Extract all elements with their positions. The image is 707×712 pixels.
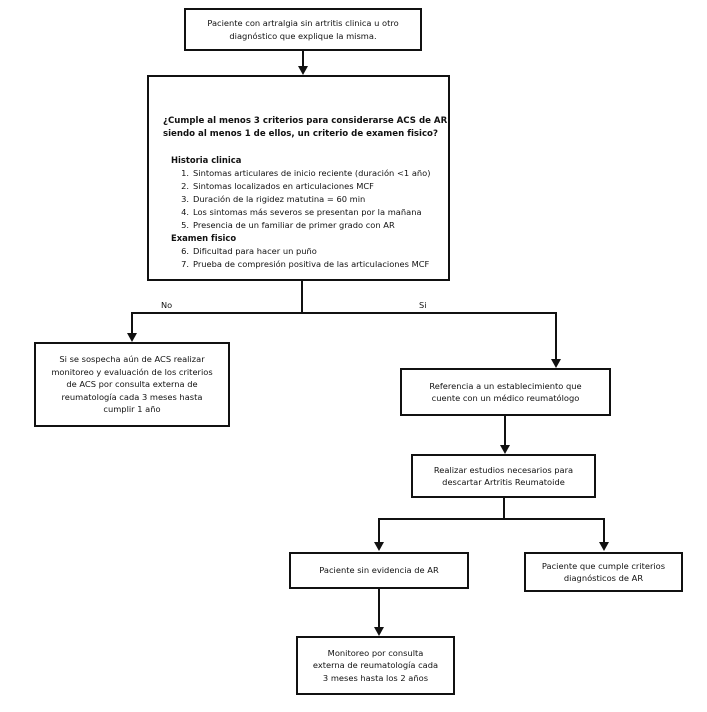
criteria-item: 7. Prueba de compresión positiva de las … <box>171 258 448 271</box>
connector-decision-bus <box>131 312 557 314</box>
decision-question-line-2: siendo al menos 1 de ellos, un criterio … <box>163 129 438 140</box>
criteria-heading-historia-clinica: Historia clinica <box>171 154 242 165</box>
criteria-list-examen-fisico: 6. Dificultad para hacer un puño 7. Prue… <box>171 245 448 271</box>
connector-referral-to-studies <box>504 416 506 447</box>
arrowhead-studies-right <box>598 542 609 551</box>
criteria-item-text: Dificultad para hacer un puño <box>193 246 317 257</box>
edge-label-no: No <box>161 300 173 310</box>
edge-label-si: Si <box>419 300 427 310</box>
arrowhead-referral-to-studies <box>499 445 510 454</box>
criteria-item-number: 3. <box>181 193 189 204</box>
node-no-evidence-line-1: Paciente sin evidencia de AR <box>319 565 439 576</box>
node-referral-rheumatologist: Referencia a un establecimiento que cuen… <box>400 368 611 416</box>
connector-si-branch <box>555 312 557 361</box>
node-meets-ra-criteria: Paciente que cumple criterios diagnóstic… <box>524 552 683 592</box>
node-studies-line-1: Realizar estudios necesarios para <box>433 464 574 475</box>
connector-no-evidence-to-monitoring <box>378 589 380 629</box>
criteria-item-number: 5. <box>181 220 189 231</box>
node-monitoring-line-2: externa de reumatología cada <box>312 660 439 671</box>
criteria-item-text: Presencia de un familiar de primer grado… <box>193 220 395 231</box>
criteria-list-historia-clinica: 1. Sintomas articulares de inicio recien… <box>171 167 448 232</box>
criteria-item: 4. Los sintomas más severos se presentan… <box>171 206 448 219</box>
node-referral-line-1: Referencia a un establecimiento que <box>429 380 582 391</box>
node-meets-criteria-line-1: Paciente que cumple criterios <box>541 560 666 571</box>
criteria-item-text: Sintomas articulares de inicio reciente … <box>193 167 431 178</box>
node-referral-line-2: cuente con un médico reumatólogo <box>431 393 580 403</box>
criteria-item-text: Sintomas localizados en articulaciones M… <box>193 180 374 191</box>
criteria-heading-examen-fisico: Examen fisico <box>171 233 237 244</box>
criteria-group-historia-clinica: Historia clinica 1. Sintomas articulares… <box>171 154 448 232</box>
criteria-item-text: Los sintomas más severos se presentan po… <box>193 206 422 217</box>
connector-decision-stem <box>301 281 303 314</box>
arrowhead-start-to-decision <box>297 66 308 75</box>
arrowhead-si-branch <box>550 359 561 368</box>
criteria-item-number: 6. <box>181 246 189 257</box>
criteria-item: 1. Sintomas articulares de inicio recien… <box>171 167 448 180</box>
node-no-branch-line-5: cumplir 1 año <box>103 404 161 415</box>
node-start-line-2: diagnóstico que explique la misma. <box>229 30 377 41</box>
criteria-group-examen-fisico: Examen fisico 6. Dificultad para hacer u… <box>171 232 448 271</box>
node-meets-criteria-line-2: diagnósticos de AR <box>563 573 644 583</box>
node-monitoring-two-years: Monitoreo por consulta externa de reumat… <box>296 636 455 695</box>
node-monitoring-line-3: 3 meses hasta los 2 años <box>322 672 429 683</box>
criteria-item-text: Duración de la rigidez matutina = 60 min <box>193 193 366 204</box>
criteria-item-number: 7. <box>181 259 189 270</box>
arrowhead-no-branch <box>126 333 137 342</box>
criteria-item: 5. Presencia de un familiar de primer gr… <box>171 219 448 232</box>
arrowhead-no-evidence-to-monitoring <box>373 627 384 636</box>
node-no-branch-monitoring: Si se sospecha aún de ACS realizar monit… <box>34 342 230 427</box>
node-no-branch-line-1: Si se sospecha aún de ACS realizar <box>59 354 205 365</box>
criteria-item: 6. Dificultad para hacer un puño <box>171 245 448 258</box>
arrowhead-studies-left <box>373 542 384 551</box>
connector-studies-right <box>603 518 605 544</box>
connector-studies-bus <box>378 518 605 520</box>
criteria-item-number: 1. <box>181 167 189 178</box>
node-start-patient-arthralgia: Paciente con artralgia sin artritis clin… <box>184 8 422 51</box>
node-no-branch-line-4: reumatología cada 3 meses hasta <box>61 391 203 402</box>
decision-question-line-1: ¿Cumple al menos 3 criterios para consid… <box>163 116 448 126</box>
connector-studies-left <box>378 518 380 544</box>
node-no-branch-line-2: monitoreo y evaluación de los criterios <box>51 366 213 377</box>
node-start-line-1: Paciente con artralgia sin artritis clin… <box>207 18 399 29</box>
node-studies-line-2: descartar Artritis Reumatoide <box>442 477 565 487</box>
node-studies-rule-out-ra: Realizar estudios necesarios para descar… <box>411 454 596 498</box>
node-no-evidence-of-ra: Paciente sin evidencia de AR <box>289 552 469 589</box>
node-no-branch-line-3: de ACS por consulta externa de <box>66 379 198 390</box>
criteria-item-text: Prueba de compresión positiva de las art… <box>193 259 430 270</box>
node-monitoring-line-1: Monitoreo por consulta <box>327 647 424 658</box>
criteria-item: 3. Duración de la rigidez matutina = 60 … <box>171 193 448 206</box>
criteria-item-number: 2. <box>181 180 189 191</box>
criteria-item: 2. Sintomas localizados en articulacione… <box>171 180 448 193</box>
connector-start-to-decision <box>302 51 304 68</box>
connector-no-branch <box>131 312 133 335</box>
node-decision-acs-criteria: ¿Cumple al menos 3 criterios para consid… <box>147 75 450 281</box>
criteria-item-number: 4. <box>181 206 189 217</box>
connector-studies-stem <box>503 498 505 520</box>
decision-question: ¿Cumple al menos 3 criterios para consid… <box>163 115 448 142</box>
